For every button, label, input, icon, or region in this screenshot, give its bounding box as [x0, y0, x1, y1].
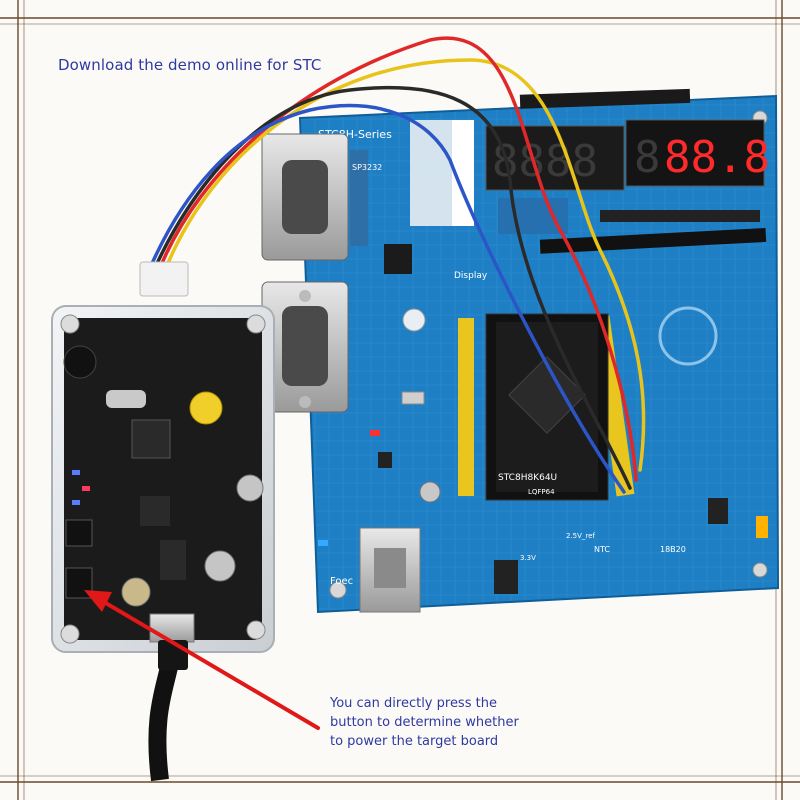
- yellow-pin-header-left: [458, 318, 474, 496]
- sp3232-label: SP3232: [352, 163, 382, 172]
- display-label: Display: [454, 271, 488, 281]
- annotation-arrow: [84, 590, 320, 730]
- programmer-cables: [148, 36, 646, 494]
- headline-caption: Download the demo online for STC: [58, 56, 322, 74]
- buzzer: [63, 345, 97, 379]
- cable-connector: [139, 261, 189, 297]
- annotation-line: to power the target board: [330, 734, 499, 749]
- v33-label: 3.3V: [520, 554, 536, 562]
- ds18b20-label: 18B20: [660, 545, 686, 554]
- db9-connector-top: [261, 133, 368, 261]
- chip-label: STC8H8K64U: [498, 473, 557, 483]
- yellow-button: [189, 391, 223, 425]
- package-label: LQFP64: [528, 488, 555, 496]
- foec-label: Foec: [330, 576, 353, 587]
- svg-text:8: 8: [634, 132, 661, 183]
- led-column: [410, 120, 474, 226]
- annotation-caption: You can directly press the button to det…: [330, 694, 570, 751]
- stc8h-dev-board: STC8H-Series SP3232 888: [261, 88, 780, 614]
- programmer-board: [51, 305, 275, 653]
- annotation-line: button to determine whether: [330, 715, 519, 730]
- segment-readout: 88.8: [664, 132, 770, 183]
- usb-b-connector: [359, 527, 421, 613]
- db9-connector-bottom: [261, 281, 349, 413]
- ntc-label: NTC: [594, 545, 610, 554]
- annotation-line: You can directly press the: [330, 696, 497, 711]
- core-module: STC8H8K64U LQFP64: [485, 313, 609, 501]
- seven-segment-right: 8 88.8: [625, 119, 770, 187]
- vref-label: 2.5V_ref: [566, 532, 595, 540]
